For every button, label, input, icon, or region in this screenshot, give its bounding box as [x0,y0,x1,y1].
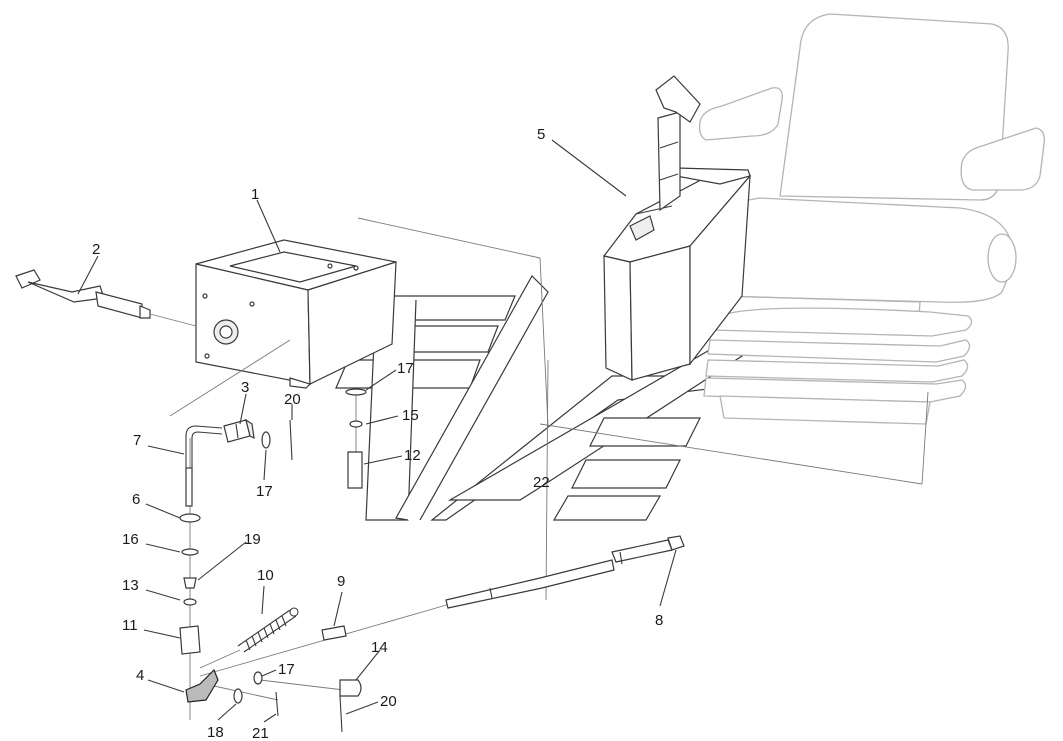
callout-1: 1 [251,186,259,203]
callout-17-bottom: 17 [278,661,295,678]
leader-lines [77,139,677,723]
pin-21 [275,691,279,717]
callout-20-bottom: 20 [380,693,397,710]
pin-20b [339,695,343,733]
callout-21: 21 [252,725,269,741]
callout-10: 10 [257,567,274,584]
nut-13 [183,598,197,606]
spring-washer-19 [183,577,197,589]
operator-seat [688,13,1045,425]
bolt-12 [347,451,363,489]
callout-20-top: 20 [284,391,301,408]
part-3-clamp [223,418,255,443]
block-11 [179,625,201,655]
part-2-shaft [15,269,151,319]
small-fasteners [179,388,367,733]
callout-11: 11 [122,617,138,634]
watermark-logo [335,275,744,521]
washer-16 [181,548,199,556]
callout-6: 6 [132,491,140,508]
part-10-spring [237,607,299,653]
washer-17b [345,388,367,396]
callout-15: 15 [402,407,419,424]
lever-4 [185,668,219,703]
callout-labels: 1 2 3 4 5 6 7 8 9 10 11 12 13 14 15 16 1… [92,126,663,741]
callout-4: 4 [136,667,144,684]
callout-7: 7 [133,432,141,449]
callout-2: 2 [92,241,100,258]
callout-12: 12 [404,447,421,464]
callout-22: 22 [533,474,550,491]
part-1-mounting-bracket [195,239,397,389]
callout-13: 13 [122,577,139,594]
pin-14 [339,679,362,697]
part-22-telescopic-rod [445,535,685,609]
washer-15 [349,420,363,428]
callout-16: 16 [122,531,139,548]
callout-8: 8 [655,612,663,629]
callout-17-top: 17 [397,360,414,377]
part-7-bent-rod [185,425,223,507]
washer-17a [261,431,271,449]
washer-17c [253,671,263,685]
callout-17-mid: 17 [256,483,273,500]
pin-20a [289,419,293,461]
washer-18 [233,688,243,704]
callout-19: 19 [244,531,261,548]
callout-5: 5 [537,126,545,143]
callout-14: 14 [371,639,388,656]
callout-18: 18 [207,724,224,741]
callout-3: 3 [241,379,249,396]
callout-9: 9 [337,573,345,590]
clevis-9 [321,625,347,641]
part-5-control-console [602,75,752,381]
washer-6 [179,513,201,523]
